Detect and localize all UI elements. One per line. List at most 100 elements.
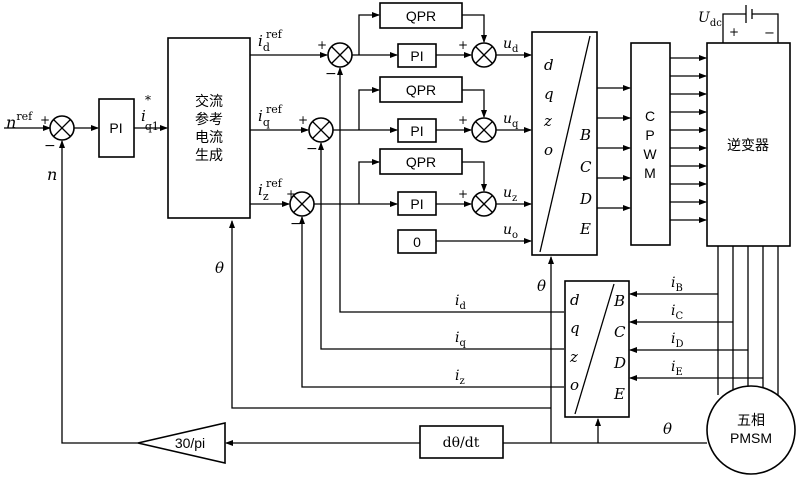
- q-qpr-label: QPR: [406, 82, 436, 98]
- itx-d: d: [544, 56, 554, 74]
- dc-minus: −: [764, 26, 775, 41]
- phase-wires: [717, 246, 779, 395]
- udc-label: Udc: [698, 10, 722, 29]
- z-pi-label: PI: [410, 196, 423, 212]
- dc-link: Udc + −: [698, 5, 779, 43]
- o-axis-channel: 0 uo: [397, 222, 532, 254]
- iC-label: iC: [671, 303, 683, 322]
- dc-plus: +: [729, 25, 739, 39]
- d-qpr-label: QPR: [406, 8, 436, 24]
- iq-ref-sup: ref: [266, 103, 283, 116]
- n-ref-label: nref: [6, 110, 33, 132]
- q-sum-minus: −: [306, 141, 318, 157]
- uz-label: uz: [503, 185, 517, 204]
- ud-label: ud: [503, 36, 519, 55]
- ftx-C: C: [614, 323, 626, 341]
- inverse-transform-block: d q z o B C D E: [531, 31, 598, 256]
- n-feedback-label: n: [47, 165, 57, 184]
- speed-pi-block: [98, 98, 135, 158]
- d-axis-channel: + − QPR PI + ud: [317, 2, 532, 82]
- d-sum-minus: −: [325, 66, 337, 82]
- theta-motor-label: θ: [663, 420, 672, 438]
- uq-label: uq: [503, 111, 519, 130]
- cpwm-rect: [630, 42, 671, 246]
- q-sum-plus: +: [298, 113, 308, 127]
- itx-z: z: [543, 112, 552, 130]
- cpwm-m: M: [644, 165, 656, 181]
- phase-current-sensing: iB iC iD iE: [629, 275, 763, 381]
- inverter-block: 逆变器: [706, 42, 791, 247]
- speed-sum-minus: −: [44, 138, 56, 154]
- cpwm-block: C P W M: [630, 42, 671, 246]
- itx-E: E: [579, 220, 591, 238]
- ftx-B: B: [613, 292, 625, 310]
- speed-loop: nref + − PI iq1 * n: [4, 93, 168, 184]
- motor: 五相 PMSM: [706, 385, 796, 475]
- ac-ref-block: [167, 37, 251, 219]
- q-out-plus: +: [458, 113, 468, 127]
- uo-label: uo: [503, 222, 518, 241]
- ftx-q: q: [570, 319, 580, 337]
- ac-ref-line-2: 参考: [195, 111, 223, 127]
- gain-block: [137, 421, 226, 465]
- z-sum-minus: −: [290, 216, 302, 232]
- id-ref-sup: ref: [266, 28, 283, 41]
- iq-ref-label: iq: [258, 107, 270, 129]
- cpwm-to-inverter-wires: [670, 55, 707, 223]
- cpwm-w: W: [643, 146, 657, 162]
- d-qpr-block: [379, 2, 463, 29]
- z-sum-plus: +: [286, 187, 296, 201]
- speed-sum-plus: +: [40, 113, 50, 127]
- speed-pi-label: PI: [109, 120, 122, 136]
- id-fb-label: id: [455, 293, 466, 312]
- forward-transform-rect: [564, 280, 630, 418]
- ac-ref-line-1: 交流: [195, 93, 223, 109]
- cpwm-c: C: [645, 108, 655, 124]
- itx-D: D: [579, 190, 592, 208]
- itx-C: C: [580, 158, 592, 176]
- iB-label: iB: [671, 275, 683, 294]
- q-qpr-block: [379, 76, 463, 103]
- d-out-plus: +: [458, 38, 468, 52]
- inverter-rect: [706, 42, 791, 247]
- d-pi-label: PI: [410, 48, 423, 64]
- itx-o: o: [544, 141, 553, 159]
- theta-ref-label: θ: [215, 259, 224, 277]
- iq1-star: *: [145, 93, 151, 107]
- iD-label: iD: [671, 331, 684, 350]
- ftx-E: E: [613, 385, 625, 403]
- d-sum-plus: +: [317, 38, 327, 52]
- iz-ref-sup: ref: [266, 177, 283, 190]
- inverter-label: 逆变器: [727, 137, 769, 153]
- derivative-label: dθ/dt: [443, 435, 480, 451]
- z-axis-channel: + − QPR PI + uz: [286, 148, 532, 232]
- reference-outputs: id ref iq ref iz ref: [250, 28, 328, 207]
- ftx-o: o: [570, 376, 579, 394]
- iz-fb-label: iz: [455, 368, 465, 387]
- itx-to-cpwm-wires: [597, 85, 631, 211]
- q-pi-label: PI: [410, 123, 423, 139]
- ac-ref-line-4: 生成: [195, 147, 223, 163]
- iz-ref-label: iz: [258, 181, 269, 203]
- q-axis-channel: + − QPR PI + uq: [298, 76, 532, 157]
- iE-label: iE: [671, 359, 683, 378]
- theta-feedback: θ θ θ dθ/dt 30/pi: [59, 140, 707, 465]
- iq-fb-label: iq: [455, 330, 466, 349]
- forward-transform-block: d q z o B C D E: [564, 280, 630, 418]
- motor-line-2: PMSM: [730, 430, 772, 446]
- ftx-D: D: [613, 354, 626, 372]
- z-qpr-block: [379, 148, 463, 175]
- ftx-z: z: [569, 348, 578, 366]
- zero-label: 0: [413, 234, 421, 250]
- cpwm-p: P: [645, 127, 654, 143]
- ac-ref-generator: 交流 参考 电流 生成: [167, 37, 251, 219]
- iq1-label: iq1: [141, 107, 159, 133]
- motor-line-1: 五相: [737, 412, 765, 428]
- gain-label: 30/pi: [175, 435, 205, 451]
- theta-itx-label: θ: [537, 277, 546, 295]
- pmsm-circle: [706, 385, 796, 475]
- itx-B: B: [579, 126, 591, 144]
- z-out-plus: +: [458, 187, 468, 201]
- z-qpr-label: QPR: [406, 154, 436, 170]
